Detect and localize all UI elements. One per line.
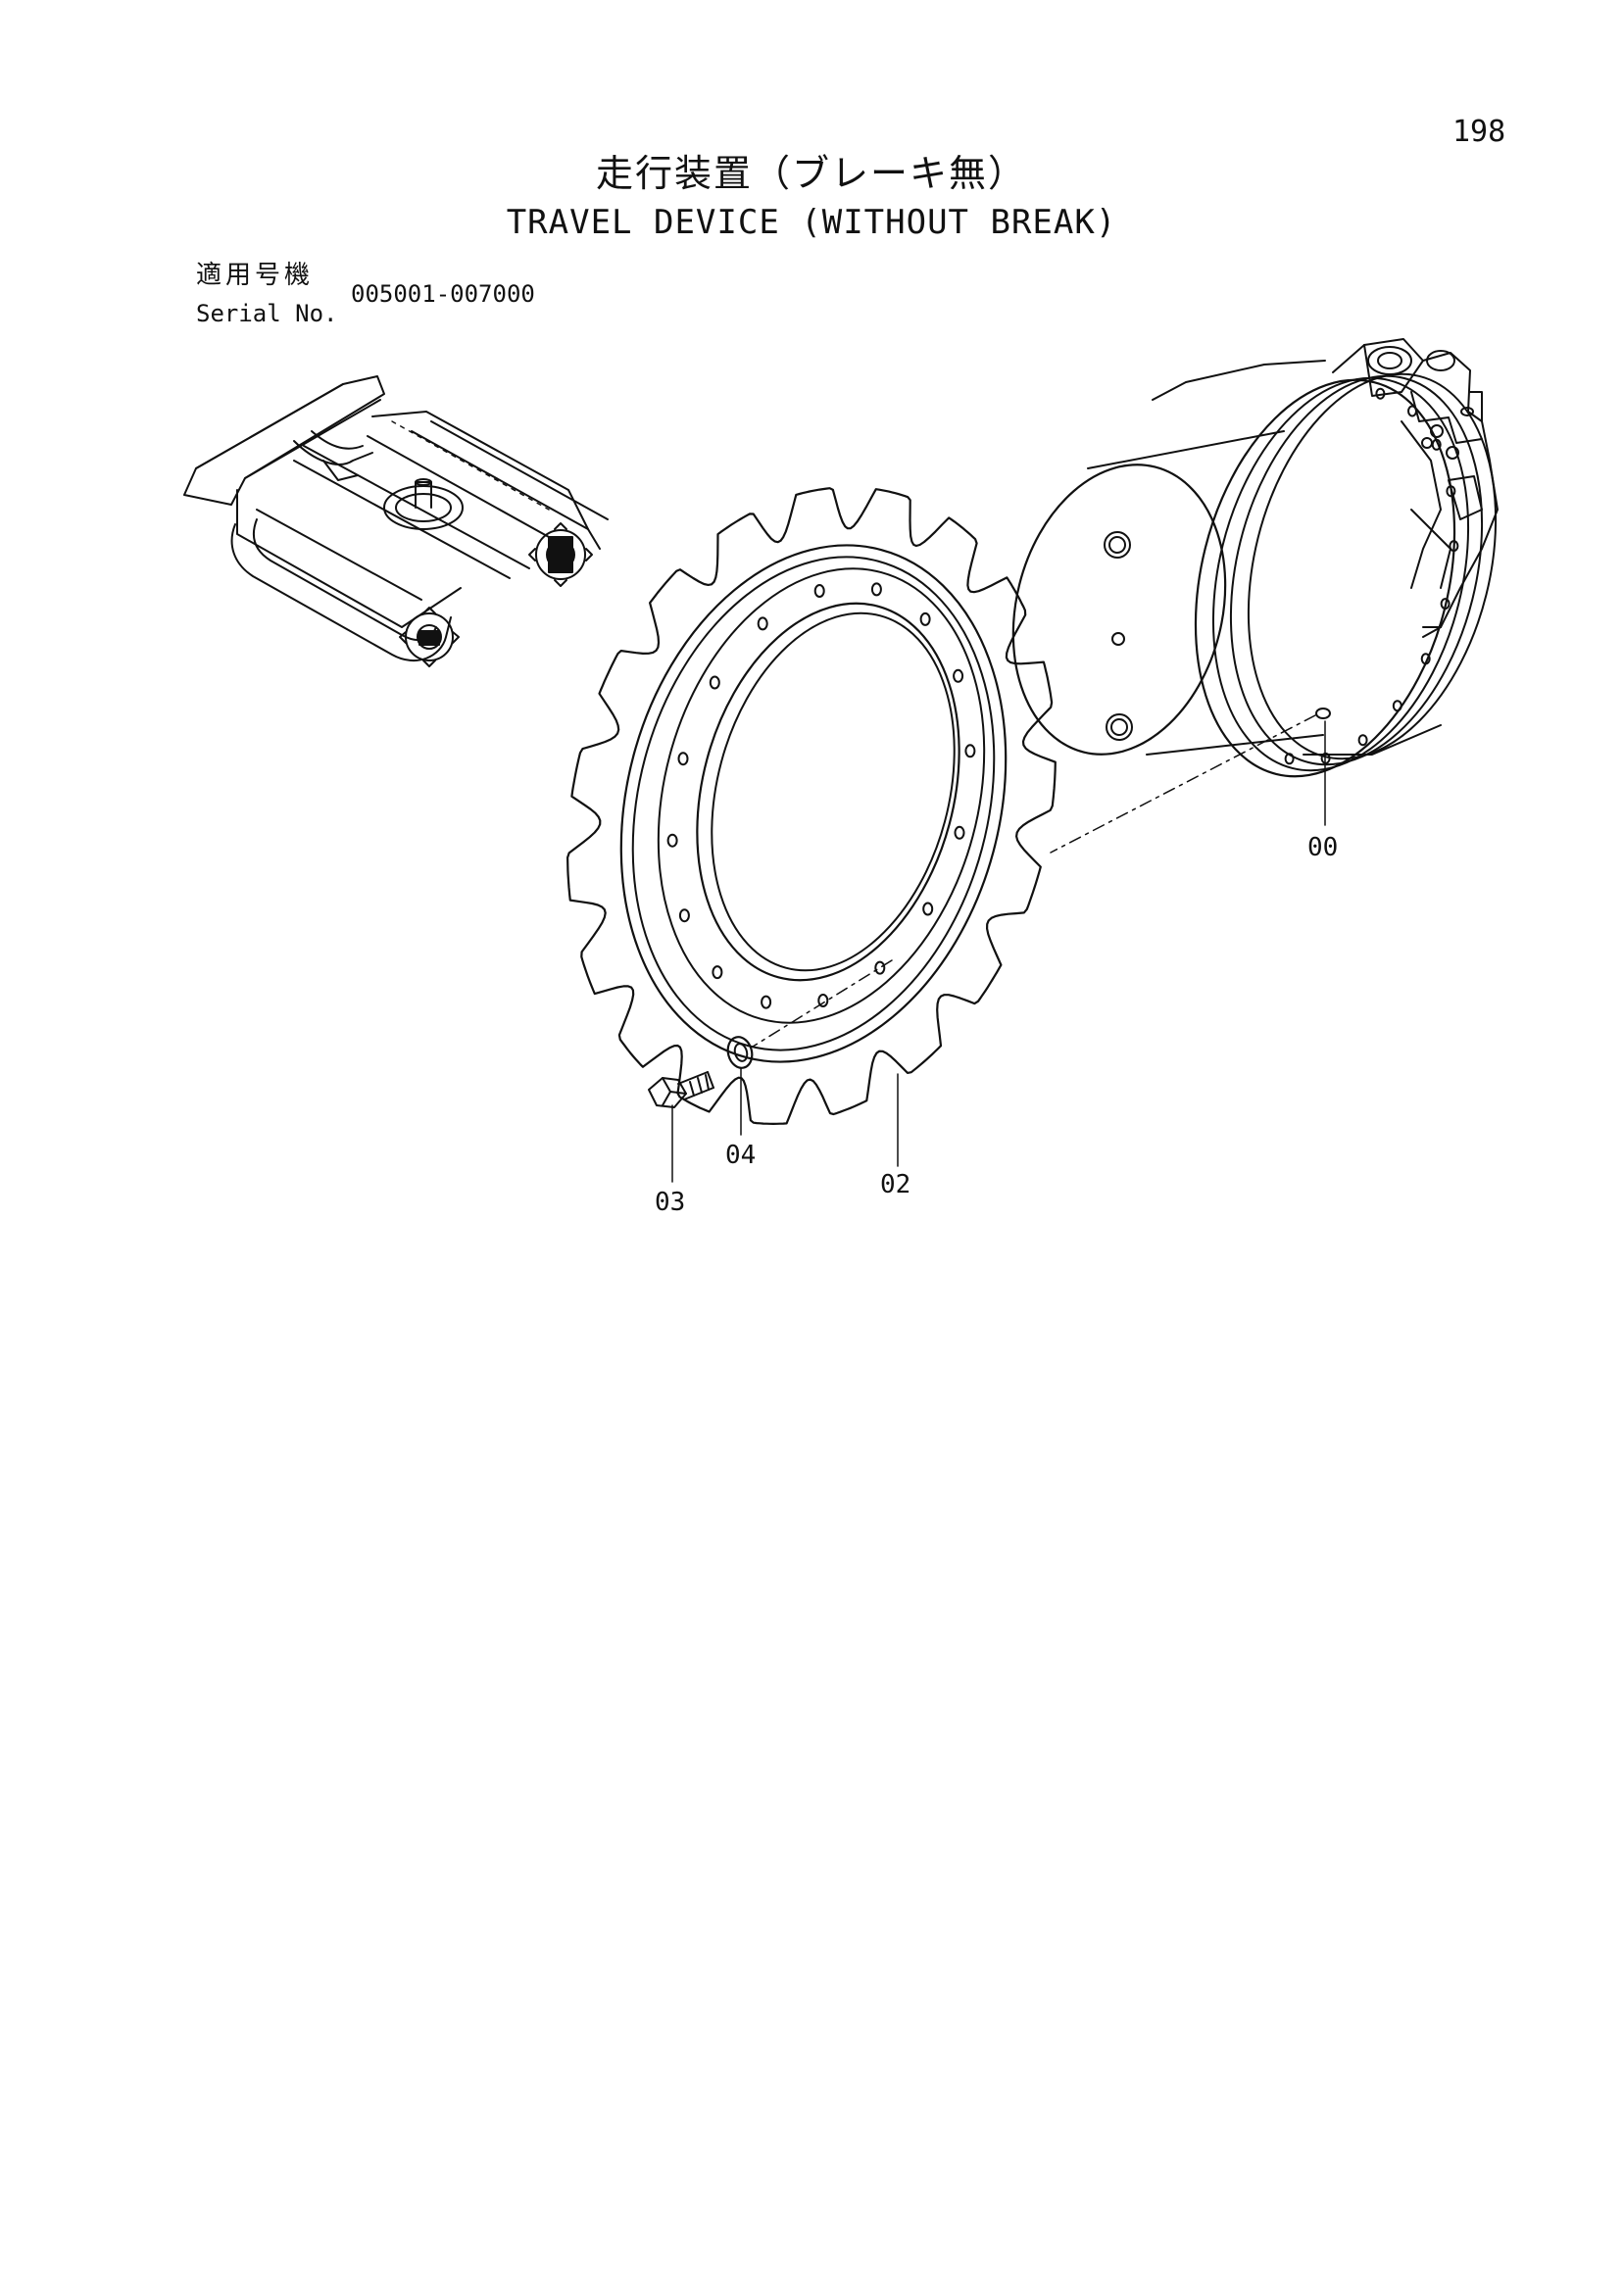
callout-bolt: 03	[655, 1188, 686, 1217]
undercarriage-sketch	[184, 376, 608, 666]
page-title-english: TRAVEL DEVICE (WITHOUT BREAK)	[506, 203, 1117, 242]
flange-bolt-hole	[1422, 654, 1430, 663]
serial-label-japanese: 適用号機	[196, 261, 315, 290]
flange-bolt-hole	[1394, 701, 1402, 710]
sprocket-bolt-hole	[679, 753, 688, 764]
flange-bolt-hole	[1450, 541, 1457, 551]
sprocket-bolt-hole	[762, 997, 770, 1008]
callout-sprocket: 02	[880, 1170, 911, 1199]
sprocket-bolt-hole	[818, 995, 827, 1006]
page-number: 198	[1452, 115, 1506, 149]
sprocket-bolt-hole	[759, 617, 767, 629]
sprocket-bolt-hole	[965, 745, 974, 757]
sprocket-bolt-hole	[680, 909, 689, 921]
sprocket-bolt-hole	[711, 677, 719, 689]
bolt-drawing	[649, 1072, 713, 1107]
sprocket-bolt-hole	[921, 613, 930, 625]
assembly-lines	[672, 715, 1325, 1182]
sprocket-bolt-hole	[956, 827, 964, 839]
sprocket-bolt-hole	[713, 966, 721, 978]
flange-bolt-hole	[1442, 599, 1450, 609]
sprocket-drawing	[566, 488, 1061, 1124]
callout-washer: 04	[725, 1141, 757, 1170]
sprocket-bolt-hole	[954, 670, 962, 682]
flange-bolt-hole	[1359, 735, 1367, 745]
sprocket-bolt-hole	[815, 585, 824, 597]
serial-label-english: Serial No.	[196, 300, 338, 327]
sprocket-bolt-hole	[875, 962, 884, 974]
page-title-japanese: 走行装置（ブレーキ無）	[595, 152, 1027, 195]
serial-number-range: 005001-007000	[351, 280, 535, 308]
sprocket-bolt-hole	[872, 583, 881, 595]
sprocket-bolt-hole	[923, 904, 932, 915]
flange-bolt-hole	[1286, 754, 1294, 763]
callout-travel-motor: 00	[1307, 833, 1339, 862]
washer-drawing	[724, 1034, 755, 1070]
sprocket-bolt-hole	[668, 835, 677, 847]
travel-motor-drawing	[984, 339, 1534, 804]
